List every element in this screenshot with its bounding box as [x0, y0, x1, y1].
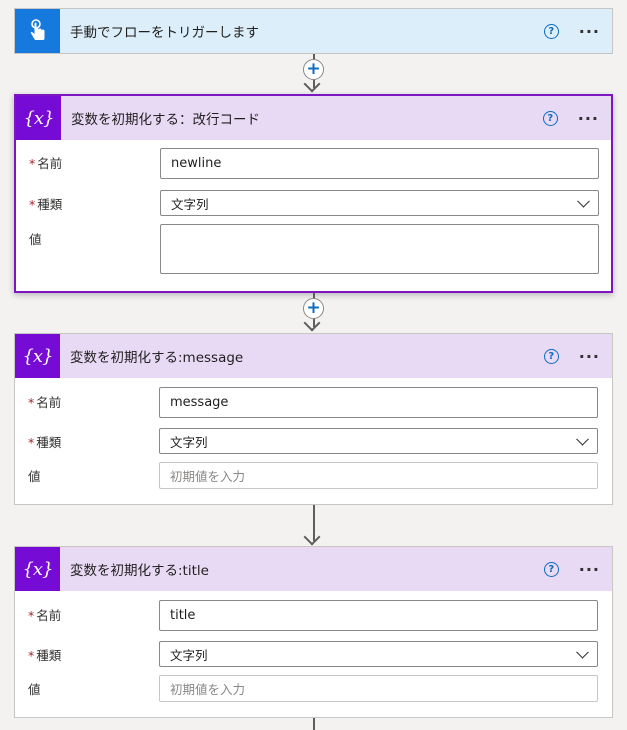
name-input[interactable]: title — [159, 600, 598, 631]
chevron-down-icon — [576, 432, 589, 446]
type-label: *種類 — [28, 435, 62, 450]
help-icon[interactable]: ? — [543, 561, 559, 577]
card-title: 変数を初期化する:message — [70, 350, 244, 366]
connector-line — [313, 505, 315, 541]
value-label: 値 — [29, 232, 42, 247]
init-variable-card-title[interactable]: {x} 変数を初期化する:title ? ··· *名前 title *種類 文… — [14, 546, 613, 718]
type-value: 文字列 — [171, 196, 209, 212]
variable-icon: {x} — [15, 547, 60, 591]
card-header[interactable]: {x} 変数を初期化する:title ? ··· — [15, 547, 612, 591]
card-title: 変数を初期化する：改行コード — [71, 112, 260, 128]
type-dropdown[interactable]: 文字列 — [160, 190, 599, 216]
more-options-button[interactable]: ··· — [578, 21, 600, 41]
more-options-button[interactable]: ··· — [577, 108, 599, 128]
init-variable-card-message[interactable]: {x} 変数を初期化する:message ? ··· *名前 message *… — [14, 333, 613, 505]
type-dropdown[interactable]: 文字列 — [159, 428, 598, 454]
arrow-icon — [303, 528, 321, 546]
trigger-card[interactable]: 手動でフローをトリガーします ? ··· — [14, 8, 613, 54]
type-value: 文字列 — [170, 647, 208, 663]
variable-icon: {x} — [16, 96, 61, 140]
type-label: *種類 — [28, 648, 62, 663]
connector-line — [313, 718, 315, 730]
insert-step-button[interactable]: + — [303, 298, 324, 319]
card-title: 変数を初期化する:title — [70, 563, 209, 579]
help-icon[interactable]: ? — [542, 110, 558, 126]
name-input[interactable]: message — [159, 387, 598, 418]
help-icon[interactable]: ? — [543, 23, 559, 39]
init-variable-card-newline[interactable]: {x} 変数を初期化する：改行コード ? ··· *名前 newline *種類… — [14, 94, 613, 293]
name-label: *名前 — [28, 608, 62, 623]
trigger-title: 手動でフローをトリガーします — [70, 25, 259, 41]
chevron-down-icon — [576, 645, 589, 659]
card-header[interactable]: {x} 変数を初期化する:message ? ··· — [15, 334, 612, 378]
more-options-button[interactable]: ··· — [578, 346, 600, 366]
variable-icon: {x} — [15, 334, 60, 378]
insert-step-button[interactable]: + — [303, 59, 324, 80]
name-label: *名前 — [29, 156, 63, 171]
value-label: 値 — [28, 682, 41, 697]
value-input[interactable]: 初期値を入力 — [159, 675, 598, 702]
help-icon[interactable]: ? — [543, 348, 559, 364]
card-header[interactable]: {x} 変数を初期化する：改行コード ? ··· — [16, 96, 611, 140]
type-dropdown[interactable]: 文字列 — [159, 641, 598, 667]
name-input[interactable]: newline — [160, 148, 599, 179]
value-label: 値 — [28, 469, 41, 484]
value-input[interactable] — [160, 224, 599, 274]
more-options-button[interactable]: ··· — [578, 559, 600, 579]
value-input[interactable]: 初期値を入力 — [159, 462, 598, 489]
name-label: *名前 — [28, 395, 62, 410]
type-value: 文字列 — [170, 434, 208, 450]
chevron-down-icon — [577, 194, 590, 208]
touch-hand-icon — [15, 9, 60, 53]
trigger-header[interactable]: 手動でフローをトリガーします ? ··· — [15, 9, 612, 53]
type-label: *種類 — [29, 197, 63, 212]
